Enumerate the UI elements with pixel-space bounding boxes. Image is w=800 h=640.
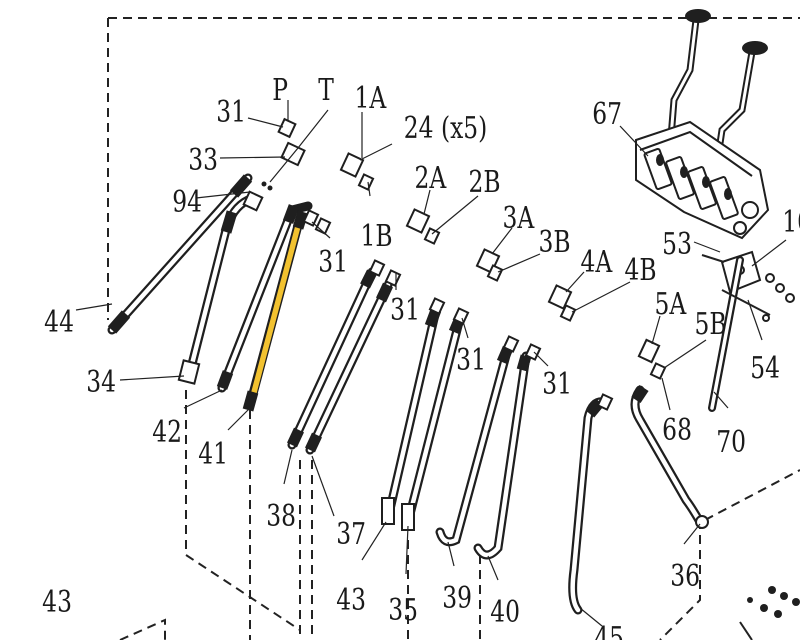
callout-37: 37 — [336, 517, 366, 552]
callout-24-x5: 24 (x5) — [404, 111, 488, 146]
callout-2b: 2B — [469, 165, 501, 200]
hose-43 — [381, 305, 442, 525]
highlighted-hose — [250, 223, 301, 399]
callout-36: 36 — [670, 559, 700, 594]
hose-36 — [630, 384, 709, 529]
callout-31: 31 — [390, 293, 420, 328]
callout-1a: 1A — [355, 81, 387, 116]
callout-3a: 3A — [503, 201, 535, 236]
hose-38 — [287, 267, 377, 450]
callout-p: P — [272, 73, 288, 108]
callout-45: 45 — [594, 621, 624, 640]
hose-45 — [568, 397, 609, 615]
callout-42: 42 — [152, 415, 182, 450]
callout-31: 31 — [456, 343, 486, 378]
callout-31: 31 — [318, 245, 348, 280]
callout-43: 43 — [42, 585, 72, 620]
callout-94: 94 — [172, 185, 202, 220]
linkage-parts — [701, 250, 795, 412]
callout-39: 39 — [442, 581, 472, 616]
hose-42 — [216, 201, 313, 393]
hose-41-highlighted — [242, 210, 309, 412]
callout-67: 67 — [592, 97, 622, 132]
hose-39 — [435, 343, 514, 547]
leader-lines — [75, 100, 787, 627]
callout-31: 31 — [216, 95, 246, 130]
callout-34: 34 — [86, 365, 116, 400]
callout-53: 53 — [662, 227, 692, 262]
hose-35 — [401, 313, 466, 531]
callout-10: 10 — [782, 205, 800, 240]
hose-40 — [473, 351, 532, 560]
hose-44 — [107, 173, 253, 335]
callout-43: 43 — [336, 583, 366, 618]
callout-41: 41 — [198, 437, 228, 472]
callout-2a: 2A — [415, 161, 447, 196]
callout-4b: 4B — [625, 253, 657, 288]
callout-4a: 4A — [581, 245, 613, 280]
callout-5a: 5A — [655, 287, 687, 322]
callout-70: 70 — [716, 425, 746, 460]
callout-1b: 1B — [361, 219, 393, 254]
callout-33: 33 — [188, 143, 218, 178]
callout-38: 38 — [266, 499, 296, 534]
control-valve-assembly — [635, 9, 770, 240]
hose-37 — [305, 280, 393, 455]
callout-44: 44 — [44, 305, 74, 340]
callout-40: 40 — [490, 595, 520, 630]
callout-t: T — [318, 73, 334, 108]
callout-5b: 5B — [695, 307, 727, 342]
callout-68: 68 — [662, 413, 692, 448]
callout-54: 54 — [750, 351, 780, 386]
dashed-boundary — [107, 17, 800, 640]
callout-3b: 3B — [539, 225, 571, 260]
callout-labels: 31 P T 1A 24 (x5) 33 94 2A 2B 1B 31 3A 3… — [42, 73, 800, 640]
callout-35: 35 — [388, 593, 418, 628]
callout-31: 31 — [542, 367, 572, 402]
hardware-bolts — [739, 586, 800, 640]
